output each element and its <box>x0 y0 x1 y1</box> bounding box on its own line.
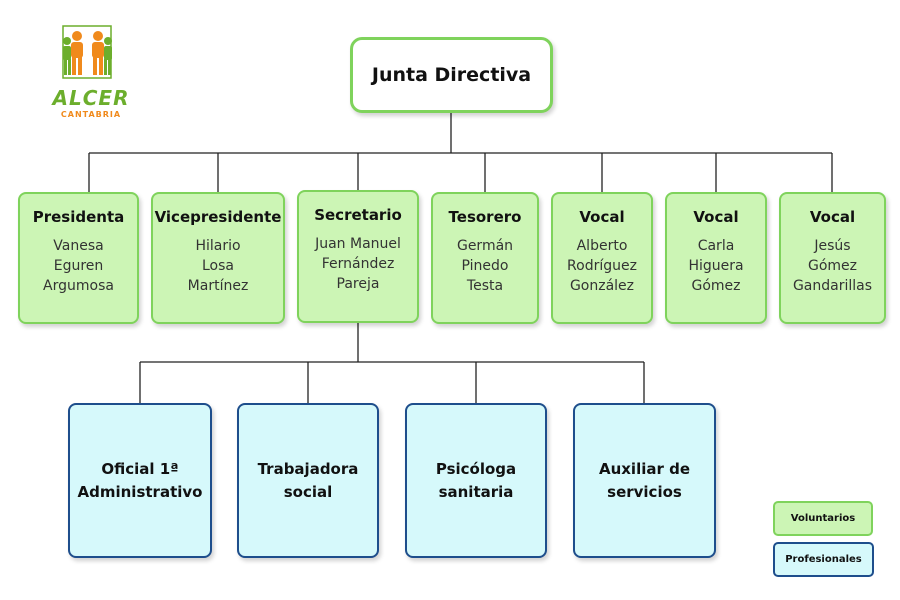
role-title: Presidenta <box>32 208 125 226</box>
role-title: Vicepresidente <box>154 208 282 226</box>
board-title: Junta Directiva <box>371 64 532 86</box>
board-title-box: Junta Directiva <box>350 37 553 113</box>
role-title: Vocal <box>579 208 625 226</box>
role-title: Vocal <box>693 208 739 226</box>
legend-professionals: Profesionales <box>773 542 874 577</box>
alcer-logo: ALCER CANTABRIA <box>46 24 136 124</box>
logo-name: ALCER <box>52 86 130 110</box>
role-title: Vocal <box>809 208 856 226</box>
people-icon <box>62 25 112 79</box>
role-title: Tesorero <box>448 208 522 226</box>
legend-volunteers: Voluntarios <box>773 501 873 536</box>
logo-subtitle: CANTABRIA <box>60 110 122 119</box>
role-title: Secretario <box>314 206 402 224</box>
